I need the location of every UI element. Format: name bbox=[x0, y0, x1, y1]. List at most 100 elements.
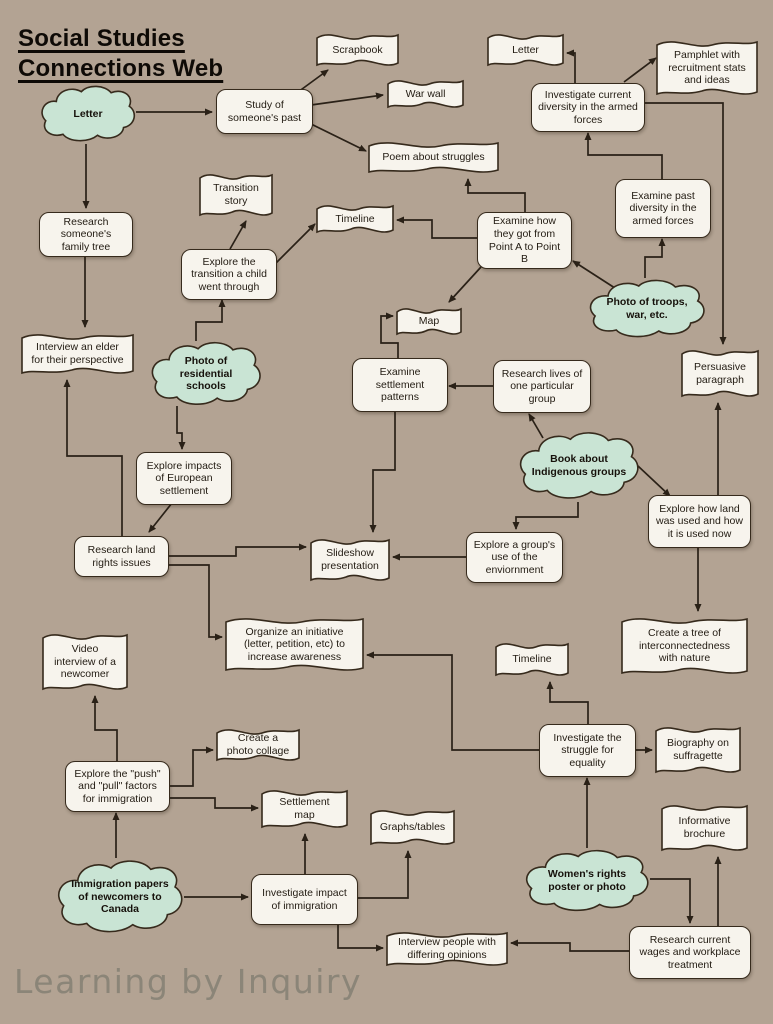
node-label: Women's rights poster or photo bbox=[547, 868, 627, 893]
node-immigration-cloud: Immigration papers of newcomers to Canad… bbox=[56, 858, 184, 936]
edge-invest-diversity-to-persuasive bbox=[643, 102, 727, 345]
node-label: Interview an elder for their perspective bbox=[31, 341, 124, 366]
node-label: Research land rights issues bbox=[87, 543, 156, 569]
node-transition-story: Transition story bbox=[199, 171, 273, 219]
cloud-shape bbox=[518, 430, 640, 502]
node-label: Graphs/tables bbox=[379, 821, 446, 834]
node-label: Create a photo collage bbox=[226, 732, 290, 757]
edge-push-pull-to-photo-collage bbox=[168, 746, 214, 787]
node-pamphlet: Pamphlet with recruitment stats and idea… bbox=[656, 38, 758, 98]
edge-book-cloud-to-group-use bbox=[512, 502, 579, 530]
node-label: Video interview of a newcomer bbox=[54, 643, 116, 681]
flag-shape bbox=[487, 33, 564, 67]
node-settlement-patterns: Examine settlement patterns bbox=[352, 358, 448, 412]
node-label: Settlement map bbox=[279, 796, 330, 821]
node-label: Timeline bbox=[512, 653, 552, 666]
node-label: Photo of troops, war, etc. bbox=[606, 296, 688, 321]
node-label: Book about Indigenous groups bbox=[531, 453, 627, 478]
flag-shape bbox=[370, 809, 455, 846]
node-label: Timeline bbox=[335, 212, 375, 225]
node-label: Photo of residential schools bbox=[179, 355, 233, 393]
flag-shape bbox=[661, 804, 748, 852]
node-letter-cloud: Letter bbox=[40, 84, 136, 144]
node-map: Map bbox=[396, 305, 462, 338]
flag-shape bbox=[21, 333, 134, 375]
node-informative: Informative brochure bbox=[661, 802, 748, 854]
flag-shape bbox=[199, 173, 273, 217]
edge-womens-cloud-to-research-wages bbox=[650, 878, 694, 924]
node-label: Persuasive paragraph bbox=[694, 360, 746, 386]
node-explore-transition: Explore the transition a child went thro… bbox=[181, 249, 277, 300]
edge-invest-struggle-to-organize bbox=[366, 651, 539, 751]
edge-study-to-scrapbook bbox=[297, 69, 329, 93]
node-how-land: Explore how land was used and how it is … bbox=[648, 495, 751, 548]
node-war-wall: War wall bbox=[387, 77, 464, 111]
edge-invest-diversity-to-letter-flag bbox=[566, 49, 576, 83]
node-timeline1: Timeline bbox=[316, 202, 394, 236]
node-biography: Biography on suffragette bbox=[655, 724, 741, 776]
flag-shape bbox=[310, 538, 390, 582]
cloud-shape bbox=[56, 858, 184, 936]
node-book-cloud: Book about Indigenous groups bbox=[518, 430, 640, 502]
edge-explore-impacts-to-land-rights bbox=[148, 502, 173, 533]
flag-shape bbox=[216, 728, 300, 762]
edge-settlement-patterns-to-map bbox=[380, 312, 399, 358]
node-examine-past: Examine past diversity in the armed forc… bbox=[615, 179, 711, 238]
edge-examine-past-to-invest-diversity bbox=[584, 132, 663, 179]
edge-explore-transition-to-timeline1 bbox=[274, 223, 316, 265]
edge-study-to-poem bbox=[308, 122, 367, 152]
edge-invest-struggle-to-timeline2 bbox=[546, 681, 589, 724]
node-interview-elder: Interview an elder for their perspective bbox=[21, 331, 134, 377]
node-label: Investigate the struggle for equality bbox=[553, 731, 622, 769]
edge-land-rights-to-organize bbox=[167, 564, 223, 641]
edge-troops-cloud-to-examine-how bbox=[572, 260, 619, 291]
node-label: Scrapbook bbox=[332, 43, 383, 56]
node-label: Explore the "push" and "pull" factors fo… bbox=[74, 767, 161, 805]
node-label: Explore impacts of European settlement bbox=[146, 459, 222, 497]
node-video-interview: Video interview of a newcomer bbox=[42, 631, 128, 693]
node-residential-cloud: Photo of residential schools bbox=[150, 340, 262, 408]
flag-shape bbox=[655, 726, 741, 774]
flag-shape bbox=[396, 307, 462, 336]
node-persuasive: Persuasive paragraph bbox=[681, 347, 759, 400]
cloud-shape bbox=[588, 278, 706, 340]
flag-shape bbox=[316, 33, 399, 67]
node-family-tree: Research someone's family tree bbox=[39, 212, 133, 257]
page-title: Social Studies Connections Web bbox=[18, 25, 224, 82]
node-label: Examine settlement patterns bbox=[375, 366, 425, 404]
node-label: Organize an initiative (letter, petition… bbox=[244, 625, 345, 663]
node-research-wages: Research current wages and workplace tre… bbox=[629, 926, 751, 979]
node-letter-flag: Letter bbox=[487, 31, 564, 69]
node-label: War wall bbox=[405, 87, 446, 100]
node-examine-how: Examine how they got from Point A to Poi… bbox=[477, 212, 572, 269]
node-womens-cloud: Women's rights poster or photo bbox=[524, 848, 650, 914]
edge-residential-cloud-to-explore-impacts bbox=[176, 406, 186, 450]
flag-shape bbox=[225, 617, 364, 672]
flag-shape bbox=[42, 633, 128, 691]
node-create-tree: Create a tree of interconnectedness with… bbox=[621, 615, 748, 677]
flag-shape bbox=[368, 141, 499, 174]
edge-explore-transition-to-transition-story bbox=[229, 220, 247, 250]
edge-invest-impact-to-graphs bbox=[356, 850, 412, 899]
flag-shape bbox=[261, 789, 348, 829]
node-slideshow: Slideshow presentation bbox=[310, 536, 390, 584]
flag-shape bbox=[681, 349, 759, 398]
node-label: Poem about struggles bbox=[382, 151, 485, 164]
node-label: Map bbox=[418, 315, 440, 328]
node-invest-diversity: Investigate current diversity in the arm… bbox=[531, 83, 645, 132]
flag-shape bbox=[656, 40, 758, 96]
edge-push-pull-to-settlement-map bbox=[168, 797, 259, 812]
node-label: Biography on suffragette bbox=[667, 737, 729, 762]
cloud-shape bbox=[524, 848, 650, 914]
edge-settlement-patterns-to-slideshow bbox=[369, 410, 396, 533]
node-label: Research someone's family tree bbox=[60, 215, 112, 253]
node-troops-cloud: Photo of troops, war, etc. bbox=[588, 278, 706, 340]
edge-examine-how-to-timeline1 bbox=[396, 216, 477, 239]
node-label: Transition story bbox=[213, 182, 259, 207]
node-label: Slideshow presentation bbox=[321, 547, 379, 572]
node-label: Immigration papers of newcomers to Canad… bbox=[71, 878, 169, 916]
node-label: Create a tree of interconnectedness with… bbox=[638, 627, 731, 665]
